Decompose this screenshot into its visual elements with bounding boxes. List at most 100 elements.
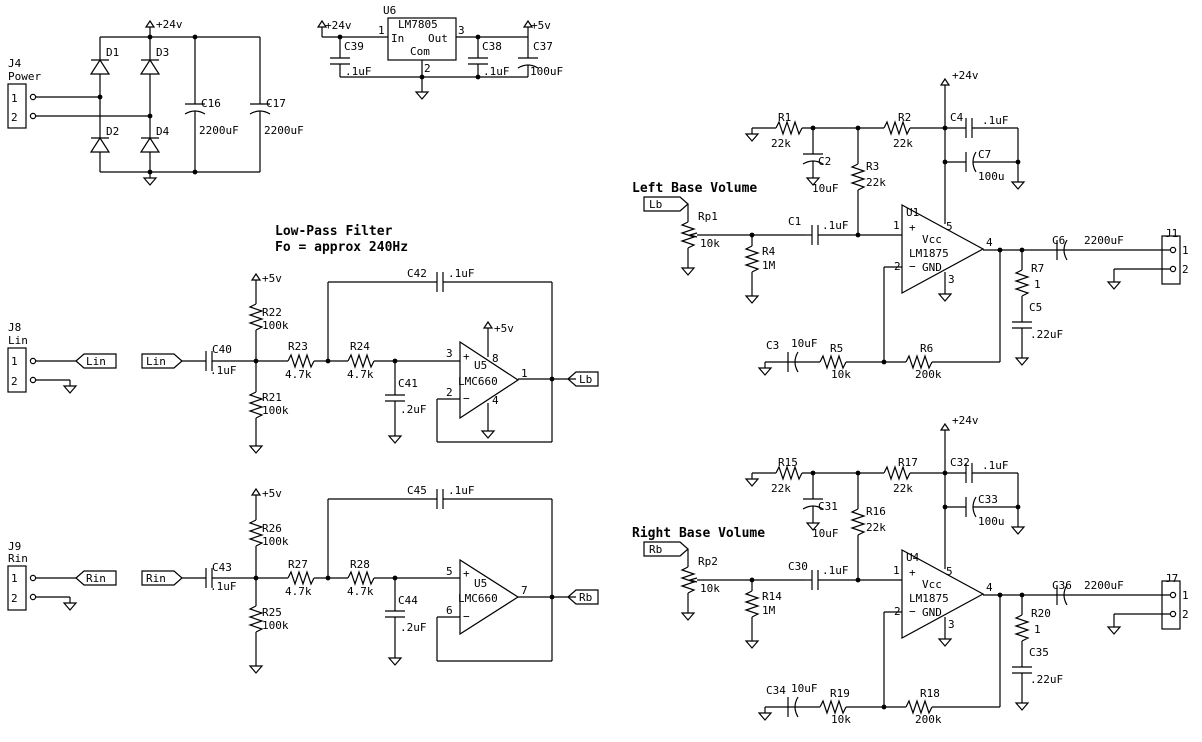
ground-symbol	[745, 472, 759, 487]
lin-input-flag	[141, 353, 183, 369]
c3-capacitor	[794, 351, 799, 373]
u5a-rail: +5v	[494, 322, 514, 335]
j9-pin1: 1	[11, 572, 18, 585]
power-supply-section: J4 Power 1 2 +24v D1 D2 D3 D4 C16 2200uF…	[7, 18, 304, 186]
reg-in-rail: +24v	[325, 19, 352, 32]
c42-ref: C42	[407, 267, 427, 280]
ground-symbol	[1107, 275, 1121, 290]
r6-value: 200k	[915, 368, 942, 381]
r28-value: 4.7k	[347, 585, 374, 598]
lb-output-label: Lb	[579, 373, 592, 386]
r4-value: 1M	[762, 604, 776, 617]
c40-ref: C40	[212, 343, 232, 356]
c37-ref: C37	[533, 40, 553, 53]
c43-ref: C43	[212, 561, 232, 574]
junction-dot	[881, 704, 887, 710]
r1-ref: R1	[778, 111, 791, 124]
r2-resistor	[883, 465, 911, 481]
c6-capacitor	[1063, 239, 1068, 261]
junction-dot	[1015, 504, 1021, 510]
c6-capacitor	[1063, 584, 1068, 606]
connector-pin	[1169, 591, 1177, 599]
amp-gnd: GND	[922, 606, 942, 619]
c2-ref: C31	[818, 500, 838, 513]
c2-value: 10uF	[812, 182, 839, 195]
r2-resistor	[883, 120, 911, 136]
r27-ref: R27	[288, 558, 308, 571]
r7-resistor	[1014, 614, 1030, 642]
amp-minus: −	[909, 260, 916, 273]
r5-resistor	[819, 699, 847, 715]
u6-pin1: 1	[378, 24, 385, 37]
c40-value: .1uF	[210, 364, 237, 377]
j8-ref: J8	[8, 321, 21, 334]
u5a-part: LMC660	[458, 375, 498, 388]
connector-pin	[1169, 265, 1177, 273]
amp-pin4: 4	[986, 236, 993, 249]
j8-connector	[7, 347, 27, 393]
rail-label: +24v	[952, 414, 979, 427]
bias-resistor	[744, 590, 760, 618]
u5b-pin-plus: 5	[446, 565, 453, 578]
u6-out-label: Out	[428, 32, 448, 45]
reg-out-rail: +5v	[531, 19, 551, 32]
ground-symbol	[938, 287, 952, 302]
c17-ref: C17	[266, 97, 286, 110]
r22-ref: R22	[262, 306, 282, 319]
rf-rail-label: +5v	[262, 487, 282, 500]
u6-pin3: 3	[458, 24, 465, 37]
amp-pin4: 4	[986, 581, 993, 594]
r22-value: 100k	[262, 319, 289, 332]
r1-value: 22k	[771, 137, 791, 150]
connector-ref: J1	[1165, 227, 1178, 240]
ground-symbol	[745, 634, 759, 649]
c38-value: .1uF	[483, 65, 510, 78]
u5a-pin-g: 4	[492, 394, 499, 407]
c2-value: 10uF	[812, 527, 839, 540]
c5-ref: C35	[1029, 646, 1049, 659]
c7-value: 100u	[978, 170, 1005, 183]
supply-rail-symbol	[940, 423, 950, 441]
d3-ref: D3	[156, 46, 169, 59]
r2-value: 22k	[893, 482, 913, 495]
r5-ref: R5	[830, 342, 843, 355]
amplifier-body	[901, 203, 985, 295]
r5-value: 10k	[831, 368, 851, 381]
u6-in-label: In	[391, 32, 404, 45]
c39-ref: C39	[344, 40, 364, 53]
input-net-label: Lb	[649, 198, 662, 211]
j9-net-label: Rin	[86, 572, 106, 585]
amp-plus: +	[909, 221, 916, 234]
u5a-opamp	[459, 340, 520, 420]
amp-pin5: 5	[946, 565, 953, 578]
r21-value: 100k	[262, 404, 289, 417]
c5-ref: C5	[1029, 301, 1042, 314]
u5a-ref: U5	[474, 359, 487, 372]
amp-pin5: 5	[946, 220, 953, 233]
r27-value: 4.7k	[285, 585, 312, 598]
c45-ref: C45	[407, 484, 427, 497]
amp-pin3: 3	[948, 618, 955, 631]
c3-ref: C34	[766, 684, 786, 697]
u5a-pin-v: 8	[492, 352, 499, 365]
c3-capacitor	[794, 696, 799, 718]
r7-ref: R7	[1031, 262, 1044, 275]
r25-value: 100k	[262, 619, 289, 632]
rin-input-flag	[141, 570, 183, 586]
amplifier-body	[901, 548, 985, 640]
connector-pin	[1169, 610, 1177, 618]
left-filter-section: J8 Lin 1 2 Lin Lin C40 .1uF +5v R22 100k…	[7, 267, 599, 454]
r5-resistor	[819, 354, 847, 370]
c3-value: 10uF	[791, 682, 818, 695]
input-net-flag	[643, 196, 689, 212]
input-net-flag	[643, 541, 689, 557]
r3-value: 22k	[866, 521, 886, 534]
amp-vcc: Vcc	[922, 578, 942, 591]
c44-ref: C44	[398, 594, 418, 607]
u5b-pin-minus: 6	[446, 604, 453, 617]
supply-rail-symbol	[940, 78, 950, 96]
u6-pin2: 2	[424, 62, 431, 75]
r23-ref: R23	[288, 340, 308, 353]
lf-rail-label: +5v	[262, 272, 282, 285]
c2-ref: C2	[818, 155, 831, 168]
